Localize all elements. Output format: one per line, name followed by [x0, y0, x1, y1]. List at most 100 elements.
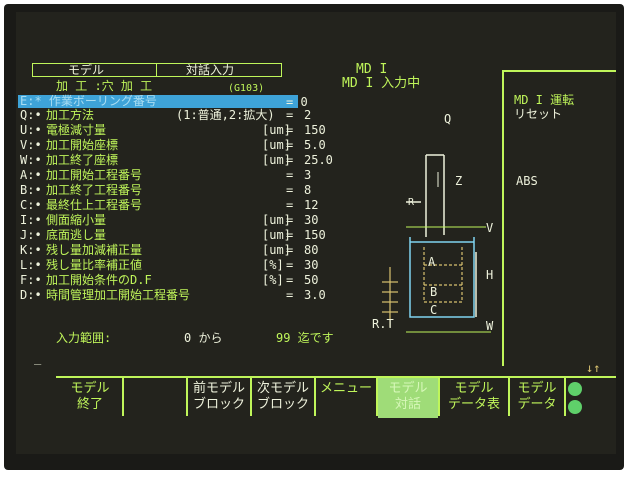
param-row[interactable]: J:• 底面逃し量 [um] = 150 — [16, 229, 346, 244]
param-eq: = — [286, 168, 294, 182]
param-row[interactable]: K:• 残し量加減補正量 [um] = 80 — [16, 244, 346, 259]
param-unit: [um] — [262, 123, 291, 137]
mdi-operation-label: MD I 運転 — [514, 93, 575, 107]
fkey-prev-block[interactable]: 前モデル ブロック — [188, 378, 250, 418]
param-unit: [um] — [262, 243, 291, 257]
fkey-line1: モデル — [70, 381, 110, 396]
function-key-bar — [56, 376, 616, 378]
param-value: 3 — [304, 168, 312, 182]
fkey-model-data-table[interactable]: モデル データ表 — [440, 378, 508, 418]
param-row[interactable]: A:• 加工開始工程番号 = 3 — [16, 169, 346, 184]
fkey-separator — [314, 378, 316, 416]
param-eq: = — [286, 273, 294, 287]
param-row[interactable]: V:• 加工開始座標 [um] = 5.0 — [16, 139, 346, 154]
diagram-label-rt: R.T — [372, 317, 394, 331]
param-key: C:• — [20, 198, 42, 212]
param-label: 最終仕上工程番号 — [46, 198, 143, 212]
param-value: 30 — [304, 258, 319, 272]
param-row[interactable]: B:• 加工終了工程番号 = 8 — [16, 184, 346, 199]
param-label: 側面縮小量 — [46, 213, 107, 227]
param-row[interactable]: D:• 時間管理加工開始工程番号 = 3.0 — [16, 289, 346, 304]
page-up-icon[interactable] — [568, 382, 582, 396]
param-list: Q:• 加工方法 (1:普通,2:拡大) = 2 U:• 電極減寸量 [um] … — [16, 109, 346, 329]
diagram-label-a: A — [428, 255, 436, 269]
param-key: K:• — [20, 243, 42, 257]
param-eq: = — [286, 288, 294, 302]
range-label: 入力範囲: — [56, 331, 112, 345]
range-from: 0 から — [184, 331, 223, 345]
param-row[interactable]: F:• 加工開始条件のD.F [%] = 50 — [16, 274, 346, 289]
param-eq: = — [286, 258, 294, 272]
param-value: 3.0 — [304, 288, 326, 302]
param-row[interactable]: C:• 最終仕上工程番号 = 12 — [16, 199, 346, 214]
dialog-label: 対話入力 — [186, 63, 235, 77]
fkey-separator — [508, 378, 510, 416]
param-label: 加工終了座標 — [46, 153, 119, 167]
fkey-line1: モデル — [388, 381, 428, 396]
param-value: 30 — [304, 213, 319, 227]
param-value: 12 — [304, 198, 319, 212]
diagram-label-b: B — [430, 285, 438, 299]
param-row[interactable]: W:• 加工終了座標 [um] = 25.0 — [16, 154, 346, 169]
abs-mode-label: ABS — [516, 174, 538, 188]
fkey-separator — [376, 378, 378, 416]
param-key: Q:• — [20, 108, 42, 122]
fkey-model-dialog[interactable]: モデル 対話 — [378, 378, 438, 418]
diagram-label-c: C — [430, 303, 438, 317]
fkey-separator — [186, 378, 188, 416]
param-row[interactable]: L:• 残し量比率補正値 [%] = 30 — [16, 259, 346, 274]
param-eq: = — [286, 183, 294, 197]
fkey-line1: メニュー — [319, 381, 372, 396]
param-value: 50 — [304, 273, 319, 287]
param-unit: [um] — [262, 228, 291, 242]
fkey-empty[interactable] — [124, 378, 186, 418]
page-arrows-icon[interactable]: ↓↑ — [586, 361, 601, 375]
param-row[interactable]: I:• 側面縮小量 [um] = 30 — [16, 214, 346, 229]
param-eq: = — [286, 198, 294, 212]
fkey-model-data[interactable]: モデル データ — [510, 378, 564, 418]
reset-label: リセット — [514, 107, 563, 121]
fkey-line2: 対話 — [394, 397, 421, 412]
param-label: 残し量比率補正値 — [46, 258, 143, 272]
param-key: A:• — [20, 168, 42, 182]
param-label: 加工開始条件のD.F — [46, 273, 152, 287]
cavity-outline — [423, 247, 463, 303]
fkey-separator — [564, 378, 566, 416]
param-unit: [um] — [262, 153, 291, 167]
fkey-menu[interactable]: メニュー — [316, 378, 376, 418]
fkey-line2: ブロック — [192, 397, 245, 412]
fkey-line1: モデル — [517, 381, 557, 396]
param-eq: = — [286, 213, 294, 227]
page-down-icon[interactable] — [568, 400, 582, 414]
param-key: U:• — [20, 123, 42, 137]
param-eq: = — [286, 123, 294, 137]
param-key: V:• — [20, 138, 42, 152]
status-panel-border — [502, 70, 504, 366]
mdi-title: MD I — [356, 62, 388, 77]
param-value: 150 — [304, 228, 326, 242]
param-row[interactable]: U:• 電極減寸量 [um] = 150 — [16, 124, 346, 139]
param-eq: = — [286, 228, 294, 242]
mdi-status: MD I 入力中 — [342, 76, 421, 91]
model-label: モデル — [68, 63, 105, 77]
param-row[interactable]: Q:• 加工方法 (1:普通,2:拡大) = 2 — [16, 109, 346, 124]
fkey-line1: モデル — [454, 381, 494, 396]
diagram-label-q: Q — [444, 112, 452, 126]
param-label: 加工開始工程番号 — [46, 168, 143, 182]
param-key: F:• — [20, 273, 42, 287]
operation-code: (G103) — [228, 83, 265, 94]
param-eq: = — [286, 243, 294, 257]
operation-title: 加 工 :穴 加 工 — [56, 79, 153, 93]
param-label: 加工終了工程番号 — [46, 183, 143, 197]
selected-row-highlight[interactable] — [18, 95, 298, 108]
fkey-model-end[interactable]: モデル 終了 — [58, 378, 122, 418]
param-eq: = — [286, 153, 294, 167]
fkey-next-block[interactable]: 次モデル ブロック — [252, 378, 314, 418]
status-panel-top — [502, 70, 616, 72]
param-key: D:• — [20, 288, 42, 302]
param-key: I:• — [20, 213, 42, 227]
param-value: 5.0 — [304, 138, 326, 152]
input-cursor[interactable]: _ — [34, 351, 42, 365]
header-divider — [156, 63, 157, 77]
selected-row-value: = 0 — [286, 95, 308, 109]
